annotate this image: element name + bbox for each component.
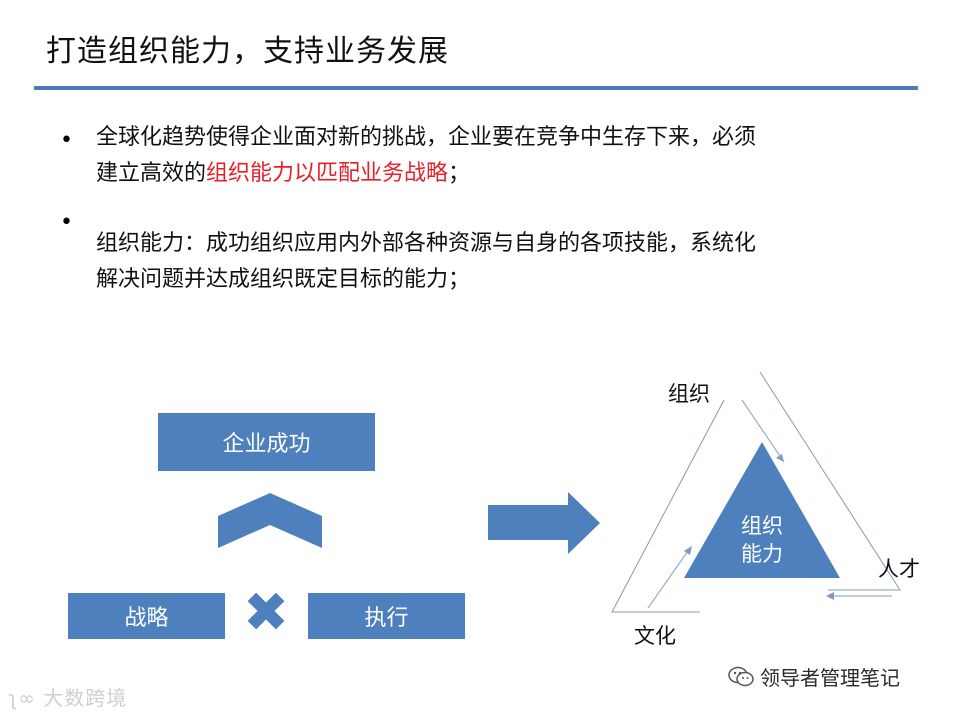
arrow-line-left xyxy=(647,547,691,609)
chevron-up-shape xyxy=(218,493,322,548)
culture-label: 文化 xyxy=(634,624,676,648)
bullet-marker: • xyxy=(60,128,73,153)
arrow-head-left xyxy=(684,546,692,555)
enterprise-success-box: 企业成功 xyxy=(158,413,375,471)
execution-box: 执行 xyxy=(308,593,465,639)
talent-label: 人才 xyxy=(878,557,920,581)
logo-icon: ʅ∞ xyxy=(8,686,36,710)
bullet-2-line-2: 解决问题并达成组织既定目标的能力； xyxy=(96,267,471,292)
center-line-1: 组织 xyxy=(741,514,783,538)
bullet-1-line-1: 全球化趋势使得企业面对新的挑战，企业要在竞争中生存下来，必须 xyxy=(96,125,757,150)
arrow-head-right xyxy=(826,592,834,600)
capability-triangle xyxy=(684,442,840,578)
bullet-text-2: 组织能力：成功组织应用内外部各种资源与自身的各项技能，系统化 解决问题并达成组织… xyxy=(96,226,916,298)
outer-triangle-line-left xyxy=(611,399,725,613)
watermark-left: ʅ∞ 大数跨境 xyxy=(8,682,127,711)
bullet-marker: • xyxy=(60,210,73,235)
watermark-left-text: 大数跨境 xyxy=(43,686,128,710)
watermark-right: 领导者管理笔记 xyxy=(728,662,900,691)
capability-center-label: 组织 能力 xyxy=(736,512,788,568)
bullet-1-highlight: 组织能力以匹配业务战略 xyxy=(206,161,449,186)
organization-label: 组织 xyxy=(668,382,710,406)
center-line-2: 能力 xyxy=(741,542,783,566)
wechat-icon xyxy=(728,666,754,688)
bullet-2-line-1: 组织能力：成功组织应用内外部各种资源与自身的各项技能，系统化 xyxy=(96,231,757,256)
bullet-text-1: 全球化趋势使得企业面对新的挑战，企业要在竞争中生存下来，必须 建立高效的组织能力… xyxy=(96,120,916,192)
multiply-icon xyxy=(247,592,285,630)
slide-title: 打造组织能力，支持业务发展 xyxy=(46,34,449,69)
outer-triangle-line xyxy=(759,371,901,591)
watermark-right-text: 领导者管理笔记 xyxy=(760,666,900,690)
bullet-1-line-2: 建立高效的组织能力以匹配业务战略； xyxy=(96,156,916,192)
bullet-1-prefix: 建立高效的 xyxy=(96,161,207,186)
arrow-line-top xyxy=(741,399,785,463)
right-arrow-shape xyxy=(488,492,600,554)
bullet-1-suffix: ； xyxy=(448,161,471,186)
strategy-box: 战略 xyxy=(68,593,225,639)
arrow-head-top xyxy=(776,454,784,462)
title-divider xyxy=(34,86,918,90)
